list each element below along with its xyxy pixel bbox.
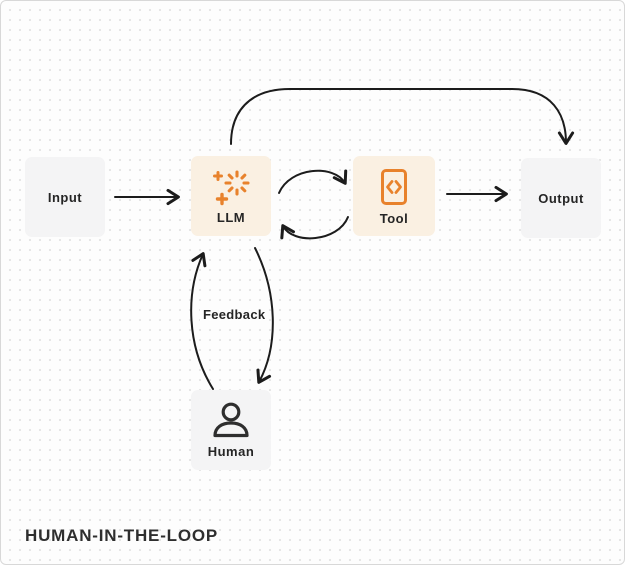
- node-llm-label: LLM: [216, 210, 246, 225]
- edge-llm-to-tool-arc: [278, 169, 348, 194]
- code-icon: [379, 167, 409, 207]
- node-tool: Tool: [353, 156, 435, 236]
- node-input-label: Input: [47, 189, 83, 205]
- diagram-title: HUMAN-IN-THE-LOOP: [25, 526, 219, 545]
- node-human-label: Human: [207, 444, 255, 459]
- node-output: Output: [521, 158, 601, 238]
- node-tool-label: Tool: [379, 211, 409, 226]
- sparkles-icon: [211, 168, 251, 206]
- node-output-label: Output: [538, 190, 584, 206]
- node-human: Human: [191, 390, 271, 470]
- edge-tool-to-llm-arc: [280, 216, 349, 240]
- person-icon: [211, 402, 251, 440]
- node-input: Input: [25, 157, 105, 237]
- node-llm: LLM: [191, 156, 271, 236]
- edge-llm-to-output-top: [230, 88, 575, 145]
- feedback-edge-label: Feedback: [200, 306, 269, 323]
